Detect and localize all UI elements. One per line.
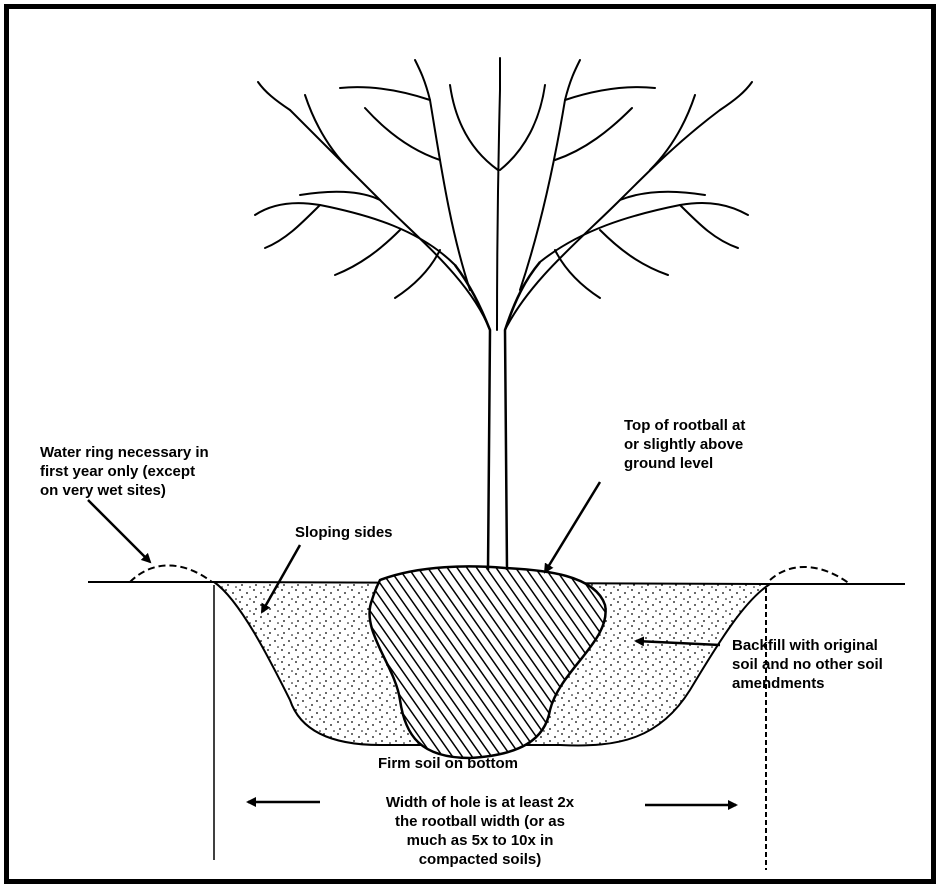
water-ring-label: Water ring necessary in first year only … bbox=[40, 443, 209, 500]
sloping-sides-label: Sloping sides bbox=[295, 523, 393, 542]
width-of-hole-label: Width of hole is at least 2x the rootbal… bbox=[330, 793, 630, 869]
top-rootball-label: Top of rootball at or slightly above gro… bbox=[624, 416, 745, 473]
backfill-label: Backfill with original soil and no other… bbox=[732, 636, 883, 693]
water-ring-arrow bbox=[88, 500, 150, 562]
top-rootball-arrow bbox=[545, 482, 600, 572]
water-ring-left bbox=[130, 565, 212, 582]
firm-soil-label: Firm soil on bottom bbox=[378, 754, 518, 773]
water-ring-right bbox=[770, 567, 850, 584]
tree-branches bbox=[255, 58, 752, 330]
